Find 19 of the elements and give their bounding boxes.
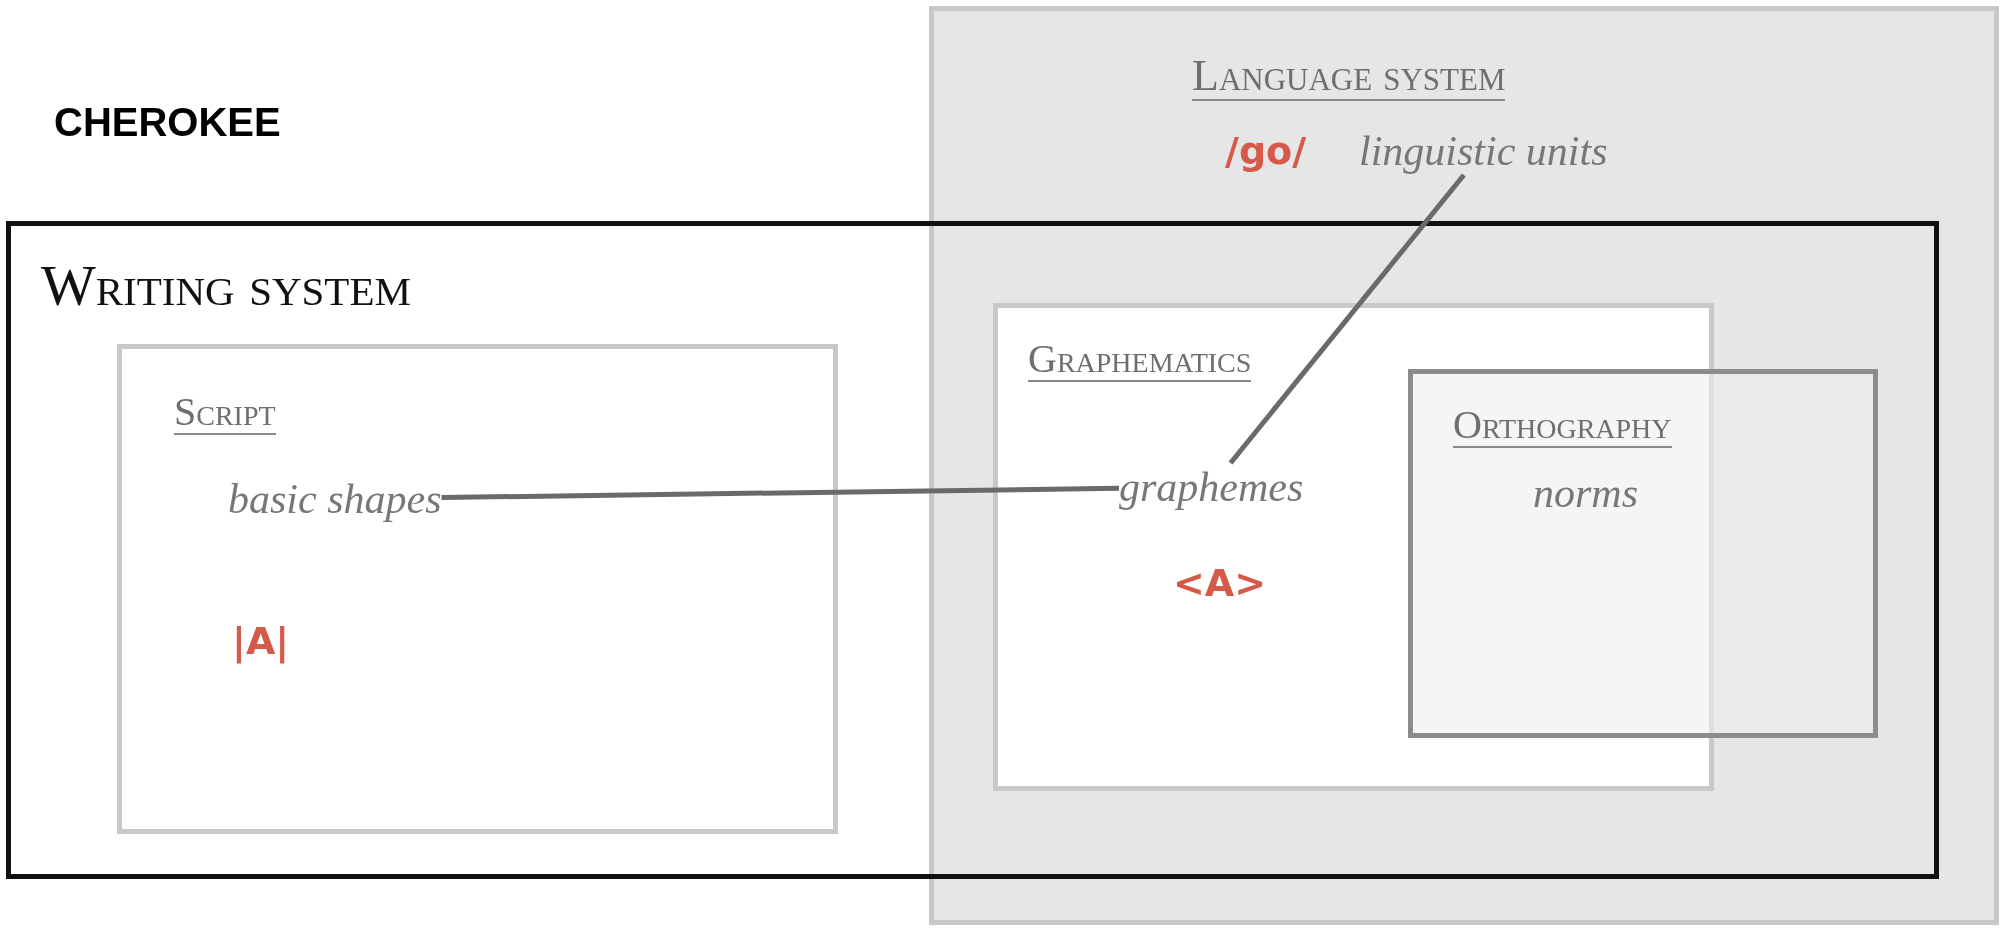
term-label: linguistic units bbox=[1359, 127, 1608, 175]
graphematics-box bbox=[993, 303, 1714, 791]
orthography-box bbox=[1408, 369, 1878, 738]
notation-label: |A| bbox=[232, 619, 290, 663]
term-label: norms bbox=[1533, 469, 1639, 517]
notation-label: /go/ bbox=[1225, 129, 1307, 173]
script-box bbox=[117, 344, 838, 834]
connector-line bbox=[1228, 173, 1466, 465]
box-heading: Orthography bbox=[1453, 404, 1672, 448]
notation-label: <A> bbox=[1173, 561, 1267, 605]
box-heading: Language system bbox=[1192, 53, 1506, 102]
term-label: basic shapes bbox=[228, 475, 442, 523]
box-heading: Script bbox=[174, 391, 276, 435]
writing-system-box bbox=[6, 221, 1939, 879]
box-heading: Writing system bbox=[41, 256, 411, 317]
diagram-title: CHEROKEE bbox=[54, 100, 281, 145]
connector-line bbox=[441, 485, 1120, 501]
box-heading: Graphematics bbox=[1028, 338, 1252, 382]
term-label: graphemes bbox=[1119, 463, 1304, 511]
